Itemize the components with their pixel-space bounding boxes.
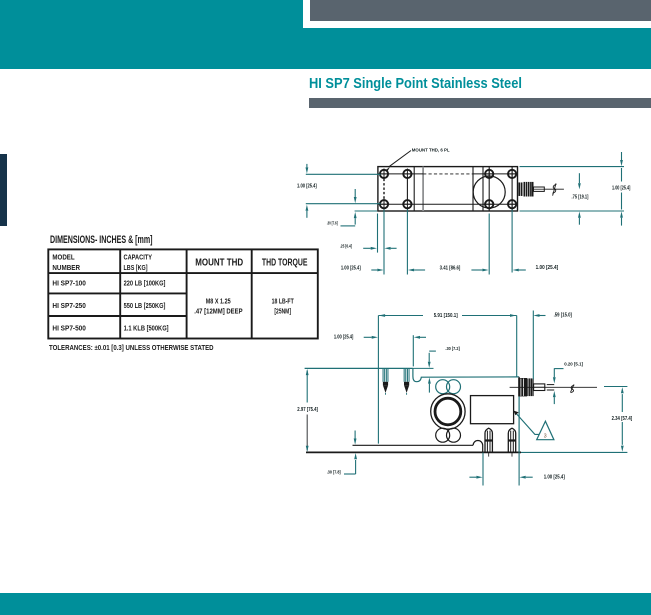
svg-text:HI SP7-250: HI SP7-250	[52, 301, 86, 310]
svg-text:MOUNT THD, 6 PL: MOUNT THD, 6 PL	[412, 148, 450, 153]
svg-text:.30 [7.2]: .30 [7.2]	[445, 346, 460, 351]
svg-text:LBS [KG]: LBS [KG]	[124, 263, 148, 272]
svg-text:.30 [7.6]: .30 [7.6]	[327, 220, 338, 225]
svg-text:3.41 [86.6]: 3.41 [86.6]	[440, 265, 461, 271]
svg-text:CAPACITY: CAPACITY	[124, 252, 153, 261]
svg-text:.47 [12MM] DEEP: .47 [12MM] DEEP	[194, 307, 242, 316]
svg-text:.75 [19.1]: .75 [19.1]	[572, 194, 589, 200]
svg-text:NUMBER: NUMBER	[52, 263, 80, 272]
svg-text:.25 [6.4]: .25 [6.4]	[340, 243, 352, 248]
svg-text:5.91 [150.1]: 5.91 [150.1]	[434, 313, 458, 319]
svg-text:0.20 [5.1]: 0.20 [5.1]	[564, 361, 583, 366]
svg-text:18 LB-FT: 18 LB-FT	[272, 296, 294, 305]
svg-text:3: 3	[544, 433, 547, 439]
svg-text:M8 X 1.25: M8 X 1.25	[206, 296, 231, 305]
svg-text:220 LB [100KG]: 220 LB [100KG]	[124, 278, 166, 287]
svg-text:1.00 [25.4]: 1.00 [25.4]	[612, 185, 631, 191]
svg-text:1.00 [25.4]: 1.00 [25.4]	[297, 183, 317, 189]
svg-text:1.00 [25.4]: 1.00 [25.4]	[536, 265, 559, 271]
svg-text:[25NM]: [25NM]	[274, 307, 291, 316]
svg-text:HI SP7-500: HI SP7-500	[52, 323, 86, 332]
svg-text:MODEL: MODEL	[52, 252, 75, 261]
svg-text:.30 [7.8]: .30 [7.8]	[327, 469, 341, 474]
svg-text:1.00 [25.4]: 1.00 [25.4]	[341, 265, 361, 271]
svg-text:1.00 [25.4]: 1.00 [25.4]	[544, 474, 565, 480]
svg-text:MOUNT THD: MOUNT THD	[195, 257, 243, 268]
svg-text:THD TORQUE: THD TORQUE	[262, 257, 308, 268]
svg-text:2.97 [75.4]: 2.97 [75.4]	[297, 407, 318, 413]
svg-text:2.34 [57.4]: 2.34 [57.4]	[612, 416, 633, 422]
svg-text:.59 [15.0]: .59 [15.0]	[554, 313, 573, 319]
svg-text:1.00 [25.4]: 1.00 [25.4]	[334, 335, 354, 341]
svg-text:HI SP7-100: HI SP7-100	[52, 278, 86, 287]
svg-text:550 LB [250KG]: 550 LB [250KG]	[124, 301, 166, 310]
svg-text:1.1 KLB [500KG]: 1.1 KLB [500KG]	[124, 323, 169, 332]
